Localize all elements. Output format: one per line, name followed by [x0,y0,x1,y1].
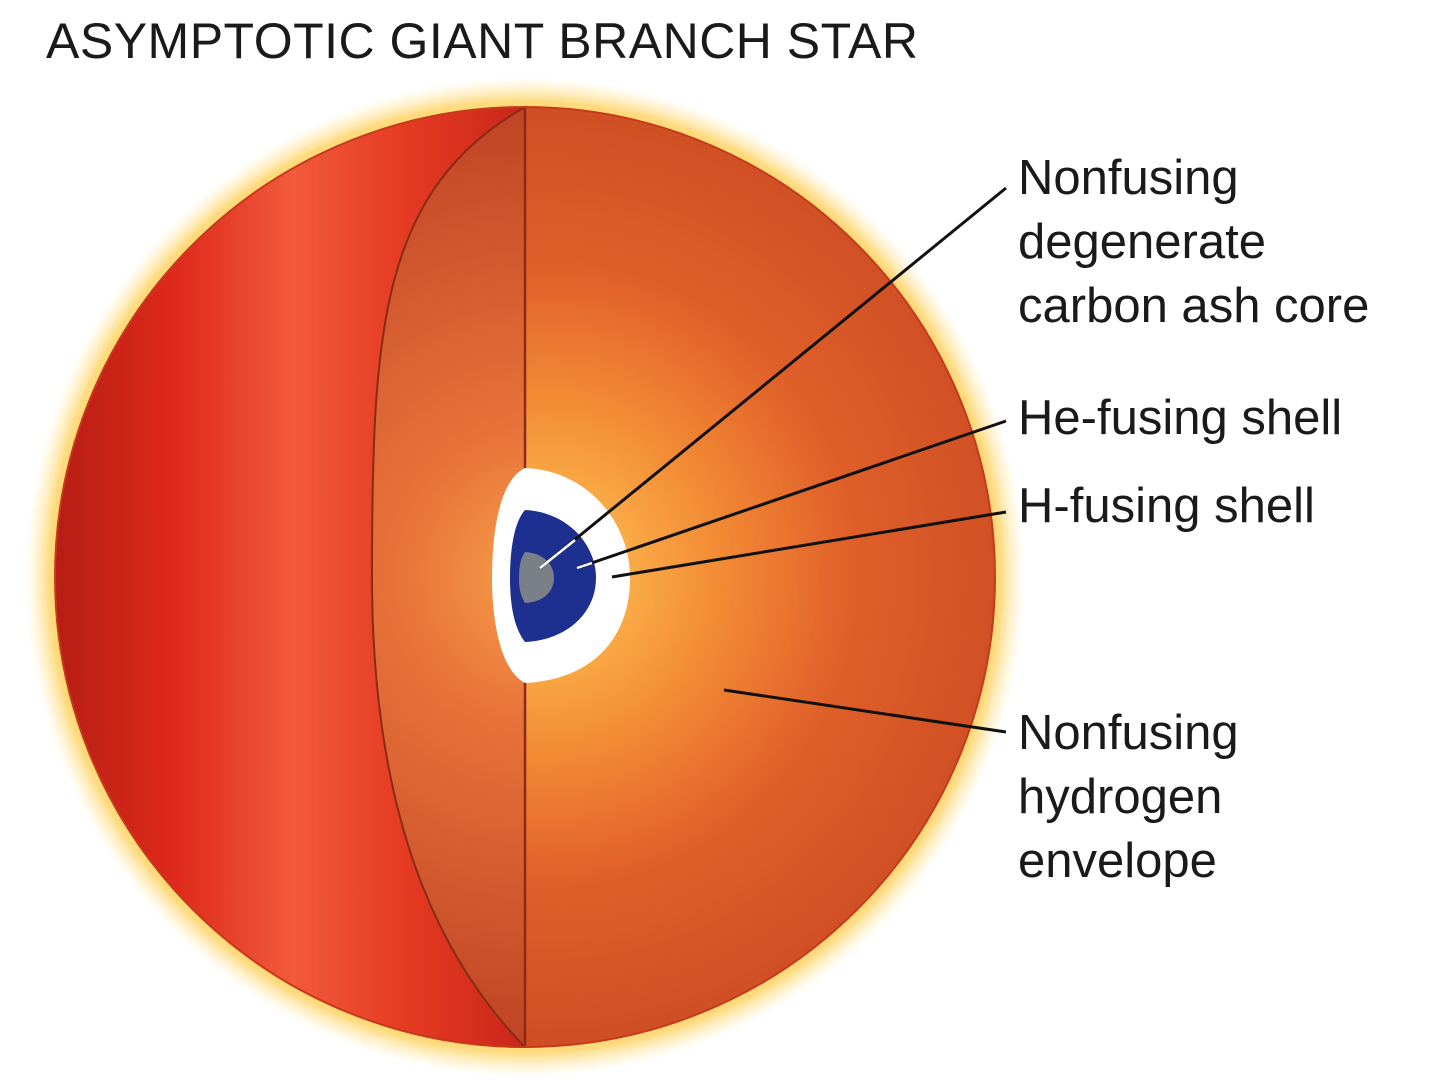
leader-line-he-shell [576,419,1007,570]
leader-line-core-inner [539,539,576,569]
sphere-rim [54,106,996,1048]
label-core-line3: carbon ash core [1018,279,1370,333]
label-hydrogen-envelope: Nonfusing hydrogen envelope [1018,701,1239,893]
label-env-line2: hydrogen [1018,770,1223,824]
leader-line-he-inner [576,561,593,570]
label-env-line1: Nonfusing [1018,706,1239,760]
label-he-fusing-shell: He-fusing shell [1018,386,1342,450]
label-core-line2: degenerate [1018,215,1266,269]
cutaway-left-face [372,107,525,1047]
leader-line-core [539,186,1007,570]
label-he-line1: He-fusing shell [1018,391,1343,445]
label-carbon-ash-core: Nonfusing degenerate carbon ash core [1018,146,1369,338]
label-core-line1: Nonfusing [1018,151,1239,205]
label-h-line1: H-fusing shell [1018,479,1315,533]
leader-line-h-shell [611,510,1007,579]
label-h-fusing-shell: H-fusing shell [1018,474,1315,538]
label-env-line3: envelope [1018,834,1217,888]
leader-line-envelope [723,688,1007,734]
cut-edge-curve [370,106,526,1048]
diagram-title: ASYMPTOTIC GIANT BRANCH STAR [46,13,919,69]
